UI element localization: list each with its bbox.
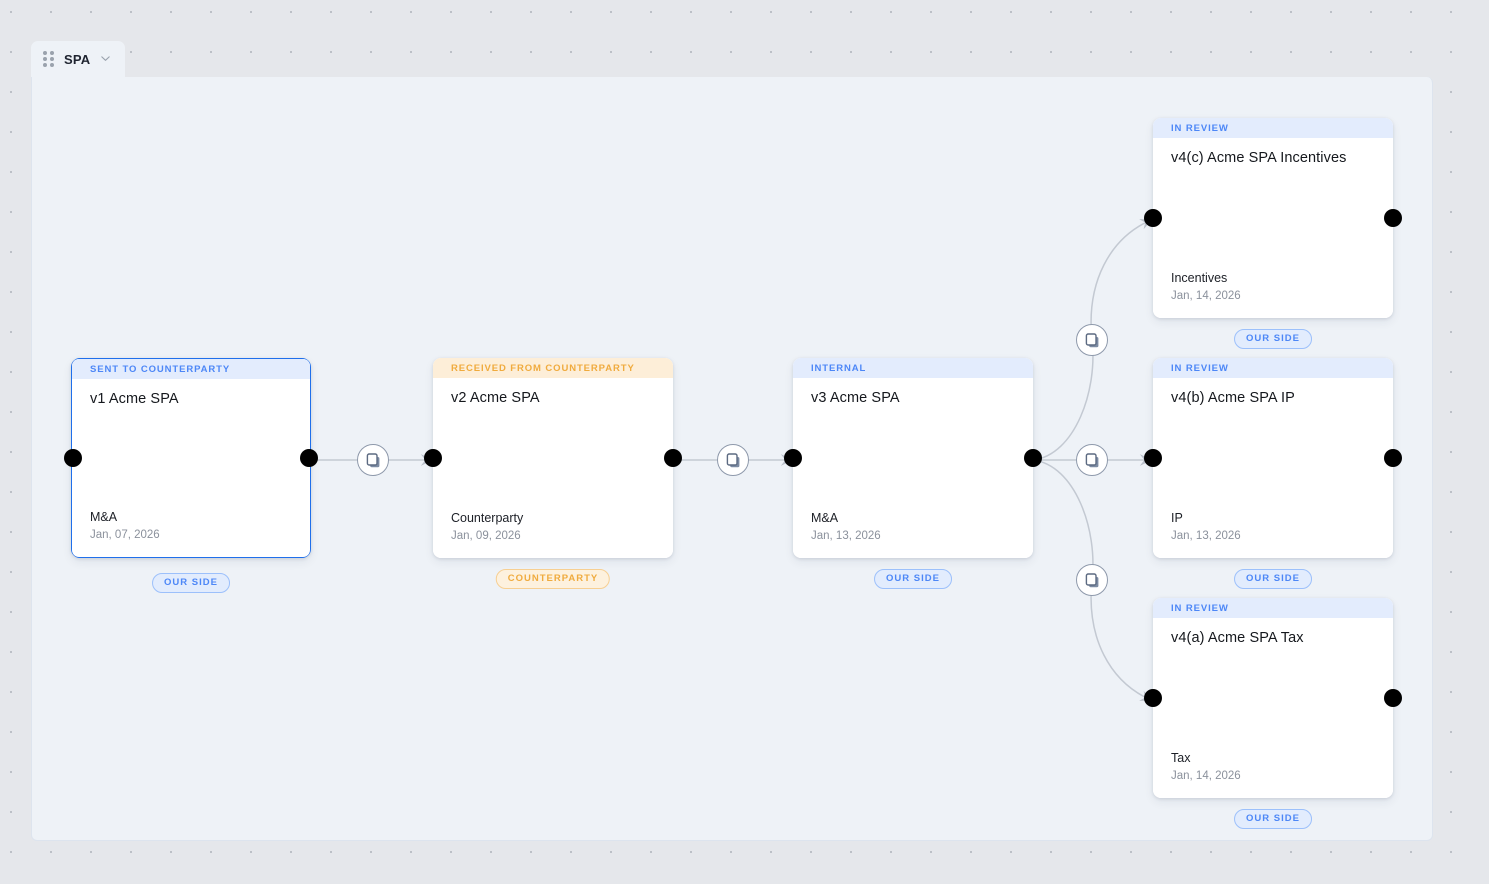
node-title: v3 Acme SPA [811, 390, 900, 406]
node-owner: IP [1171, 511, 1183, 526]
node-handle-right[interactable] [1384, 209, 1402, 227]
edge-button-v2-v3[interactable] [717, 444, 749, 476]
node-title: v2 Acme SPA [451, 390, 540, 406]
documents-icon [365, 452, 382, 469]
documents-icon [1084, 572, 1101, 589]
node-title: v4(b) Acme SPA IP [1171, 390, 1295, 406]
node-side-badge: OUR SIDE [874, 569, 952, 589]
node-card-v1[interactable]: SENT TO COUNTERPARTY v1 Acme SPA M&A Jan… [64, 358, 318, 593]
drag-grip-icon[interactable] [43, 51, 54, 67]
node-handle-left[interactable] [424, 449, 442, 467]
node-date: Jan, 14, 2026 [1171, 289, 1241, 302]
node-handle-left[interactable] [1144, 689, 1162, 707]
tab-bar: SPA [31, 41, 126, 77]
node-date: Jan, 14, 2026 [1171, 769, 1241, 782]
node-status-header: RECEIVED FROM COUNTERPARTY [433, 358, 673, 378]
node-card-v4c[interactable]: IN REVIEW v4(c) Acme SPA Incentives Ince… [1144, 118, 1402, 349]
chevron-down-icon[interactable] [100, 53, 111, 64]
documents-icon [1084, 452, 1101, 469]
node-status-header: IN REVIEW [1153, 118, 1393, 138]
edge-button-v3-v4c[interactable] [1076, 324, 1108, 356]
node-owner: Counterparty [451, 511, 524, 526]
node-owner: Incentives [1171, 271, 1228, 286]
tab-spa[interactable]: SPA [31, 41, 126, 77]
node-date: Jan, 09, 2026 [451, 529, 521, 542]
node-side-badge: OUR SIDE [152, 573, 230, 593]
node-handle-left[interactable] [64, 449, 82, 467]
node-handle-left[interactable] [1144, 449, 1162, 467]
node-status-header: IN REVIEW [1153, 598, 1393, 618]
edge-button-v3-v4a[interactable] [1076, 564, 1108, 596]
node-card-v4b[interactable]: IN REVIEW v4(b) Acme SPA IP IP Jan, 13, … [1144, 358, 1402, 589]
node-handle-right[interactable] [664, 449, 682, 467]
node-handle-left[interactable] [784, 449, 802, 467]
node-side-badge: OUR SIDE [1234, 329, 1312, 349]
node-card-v4a[interactable]: IN REVIEW v4(a) Acme SPA Tax Tax Jan, 14… [1144, 598, 1402, 829]
node-card-v3[interactable]: INTERNAL v3 Acme SPA M&A Jan, 13, 2026 O… [784, 358, 1042, 589]
tab-label: SPA [64, 51, 91, 67]
node-status-header: INTERNAL [793, 358, 1033, 378]
node-status-header: IN REVIEW [1153, 358, 1393, 378]
node-handle-right[interactable] [1024, 449, 1042, 467]
node-owner: M&A [90, 510, 118, 525]
node-title: v4(c) Acme SPA Incentives [1171, 150, 1347, 166]
node-handle-right[interactable] [300, 449, 318, 467]
node-status-header: SENT TO COUNTERPARTY [72, 359, 310, 379]
node-date: Jan, 13, 2026 [1171, 529, 1241, 542]
node-date: Jan, 07, 2026 [90, 528, 160, 541]
node-handle-right[interactable] [1384, 449, 1402, 467]
node-owner: M&A [811, 511, 839, 526]
node-title: v1 Acme SPA [90, 391, 179, 407]
node-owner: Tax [1171, 751, 1191, 766]
node-card-v2[interactable]: RECEIVED FROM COUNTERPARTY v2 Acme SPA C… [424, 358, 682, 589]
node-side-badge: OUR SIDE [1234, 809, 1312, 829]
edge-button-v1-v2[interactable] [357, 444, 389, 476]
documents-icon [725, 452, 742, 469]
node-handle-right[interactable] [1384, 689, 1402, 707]
documents-icon [1084, 332, 1101, 349]
edge-button-v3-v4b[interactable] [1076, 444, 1108, 476]
node-handle-left[interactable] [1144, 209, 1162, 227]
node-title: v4(a) Acme SPA Tax [1171, 630, 1304, 646]
node-side-badge: OUR SIDE [1234, 569, 1312, 589]
node-date: Jan, 13, 2026 [811, 529, 881, 542]
node-side-badge: COUNTERPARTY [495, 569, 611, 589]
